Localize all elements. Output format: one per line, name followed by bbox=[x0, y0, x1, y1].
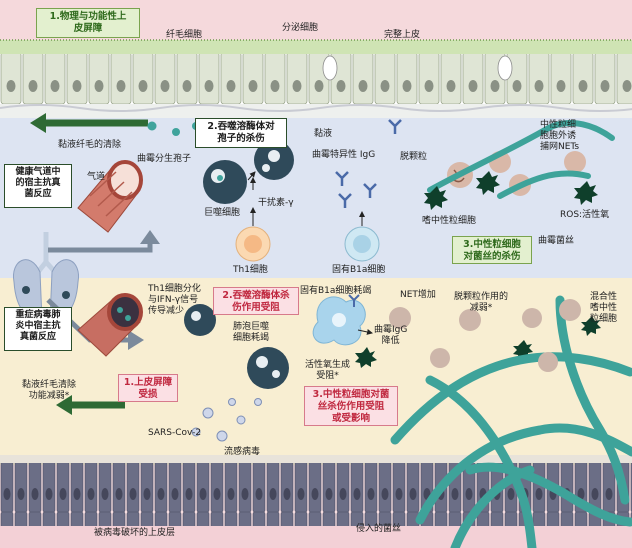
b1a-label: 固有B1a细胞 bbox=[332, 265, 386, 275]
b1a-exhaustion-label: 固有B1a细胞耗竭 bbox=[300, 286, 372, 296]
net-increase-label: NET增加 bbox=[400, 290, 436, 300]
mucociliary-clearance-label: 黏液纤毛的清除 bbox=[58, 140, 122, 150]
igg-reduced-label: 曲霉IgG 降低 bbox=[374, 325, 408, 346]
sars-label: SARS-Cov-2 bbox=[148, 428, 202, 438]
net-label: 中性粒细 胞胞外诱 捕网NETs bbox=[540, 120, 580, 152]
ros-label: ROS:活性氧 bbox=[560, 210, 610, 220]
neutrophil-impaired-title: 3.中性粒细胞对菌 丝杀伤作用受阻 或受影响 bbox=[304, 386, 398, 426]
mixed-neutrophil-label: 混合性 嗜中性 粒细胞 bbox=[590, 292, 618, 324]
healthy-response-box: 健康气道中 的宿主抗真 菌反应 bbox=[4, 164, 72, 208]
mucociliary-arrow-bottom bbox=[56, 395, 125, 415]
hyphae-label: 曲霉菌丝 bbox=[538, 236, 575, 246]
mucociliary-arrow-top bbox=[30, 113, 148, 133]
invading-hyphae-label: 侵入的菌丝 bbox=[356, 524, 402, 534]
spores-label: 曲霉分生孢子 bbox=[137, 154, 192, 164]
neutrophil-killing-title: 3.中性粒细胞 对菌丝的杀伤 bbox=[452, 236, 532, 264]
intact-epithelium bbox=[0, 39, 632, 118]
damaged-epithelium-label: 被病毒破坏的上皮层 bbox=[94, 528, 176, 538]
phagolysosome-title: 2.吞噬溶酶体对 孢子的杀伤 bbox=[195, 118, 287, 148]
neutrophils-top bbox=[427, 120, 615, 199]
ros-impaired-label: 活性氧生成 受阻* bbox=[305, 360, 351, 381]
ros-bursts bbox=[355, 171, 601, 368]
secretory-cell-label: 分泌细胞 bbox=[282, 23, 319, 33]
virus-particles bbox=[191, 398, 262, 442]
macrophage-label: 巨噬细胞 bbox=[204, 208, 241, 218]
macrophage-cluster bbox=[203, 140, 294, 204]
neutrophil-label: 嗜中性粒细胞 bbox=[422, 216, 477, 226]
barrier-damaged-title: 1.上皮屏障 受损 bbox=[118, 374, 178, 402]
specific-igg-label: 曲霉特异性 IgG bbox=[312, 150, 376, 160]
ifn-label: 干扰素-γ bbox=[258, 198, 294, 208]
b1a-exhausted-cell bbox=[312, 294, 373, 346]
degranulation-label: 脱颗粒 bbox=[400, 152, 428, 162]
airway-top bbox=[77, 160, 143, 233]
th1-cell bbox=[235, 177, 271, 262]
igg-antibodies bbox=[335, 119, 402, 208]
airway-bottom bbox=[77, 293, 143, 357]
alveolar-macrophages bbox=[184, 304, 289, 389]
mucus-label: 黏液 bbox=[314, 129, 333, 139]
alveolar-exhaustion-label: 肺泡巨噬 细胞耗竭 bbox=[233, 322, 270, 343]
b1a-cell bbox=[344, 211, 380, 262]
invading-hyphae bbox=[390, 295, 632, 548]
th1-reduced-label: Th1细胞分化 与IFN-γ信号 传导减少 bbox=[148, 284, 201, 316]
ciliated-cell-label: 纤毛细胞 bbox=[166, 30, 203, 40]
phagolysosome-impaired-title: 2.吞噬溶酶体杀 伤作用受阻 bbox=[213, 287, 299, 315]
barrier-title: 1.物理与功能性上 皮屏障 bbox=[36, 8, 140, 38]
airway-label: 气道 bbox=[87, 172, 106, 182]
flu-label: 流感病毒 bbox=[224, 447, 261, 457]
mucociliary-reduced-label: 黏液纤毛清除 功能减弱* bbox=[22, 380, 77, 401]
intact-epithelium-label: 完整上皮 bbox=[384, 30, 421, 40]
th1-label: Th1细胞 bbox=[233, 265, 268, 275]
severe-response-box: 重症病毒肺 炎中宿主抗 真菌反应 bbox=[4, 307, 72, 351]
neutrophils-bottom bbox=[389, 299, 581, 372]
degranulation-reduced-label: 脱颗粒作用的 减弱* bbox=[454, 292, 509, 313]
